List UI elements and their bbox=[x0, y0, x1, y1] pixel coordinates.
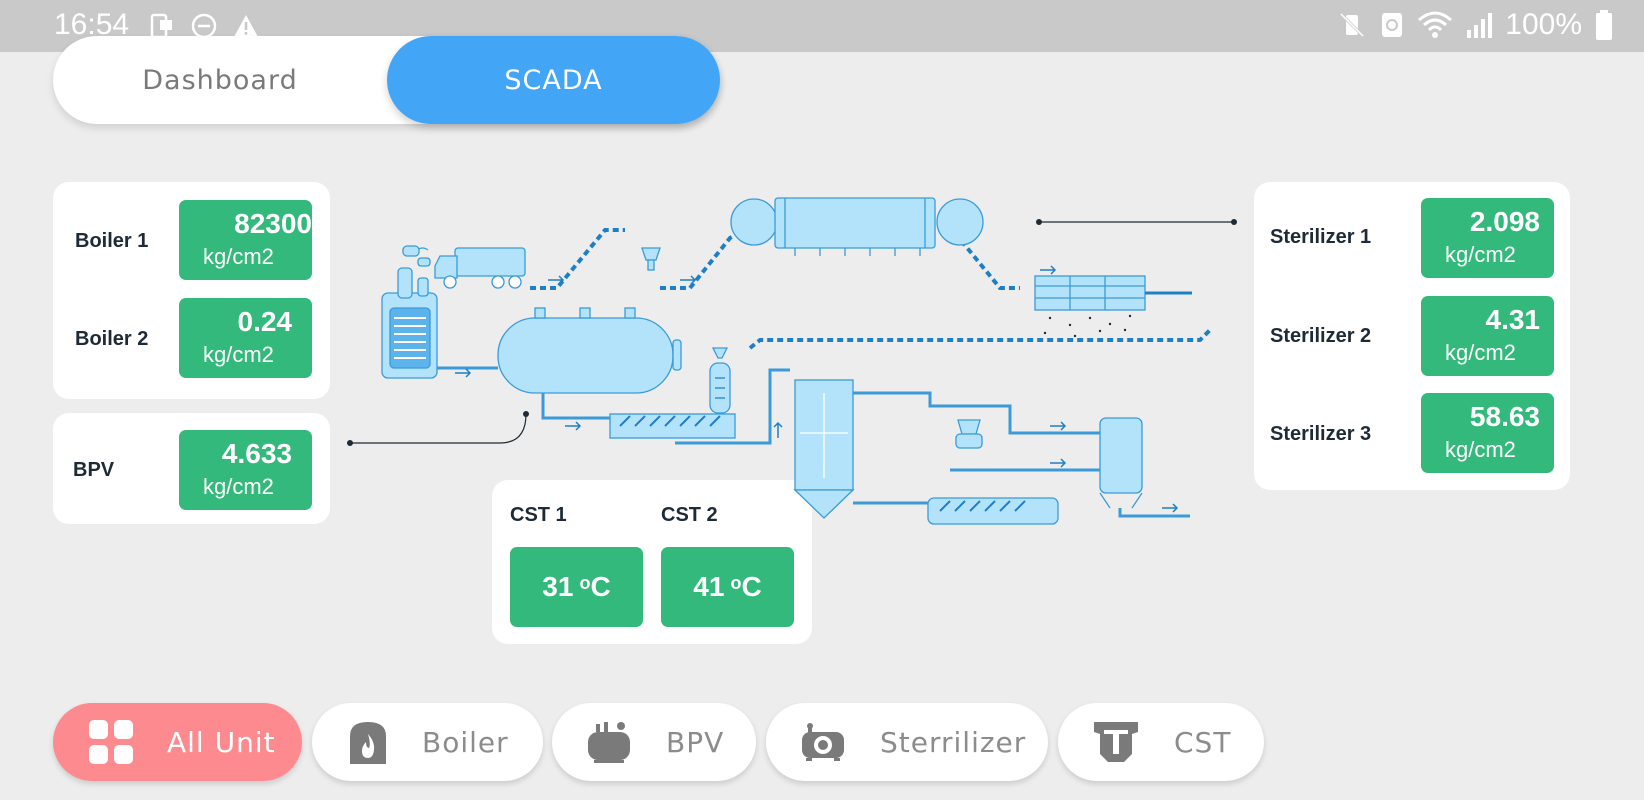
cst-2-degree: o bbox=[730, 572, 742, 593]
cst-1-number: 31 bbox=[542, 571, 574, 602]
sterilizer-2-number: 4.31 bbox=[1485, 304, 1541, 335]
tank-shape bbox=[437, 307, 682, 394]
thresher-shape bbox=[1034, 275, 1192, 311]
separator-shape bbox=[853, 391, 1100, 525]
status-time: 16:54 bbox=[54, 8, 130, 41]
boiler-1-label: Boiler 1 bbox=[75, 230, 149, 252]
truck-shape bbox=[402, 245, 526, 289]
mute-vibrate-icon bbox=[1340, 12, 1365, 38]
cst-panel: CST 1 CST 2 31 o C 41 o C bbox=[492, 480, 812, 644]
boiler-1-value: 82300 kg/cm2 bbox=[179, 200, 312, 280]
sterilizer-2-label: Sterilizer 2 bbox=[1270, 325, 1372, 347]
nfc-icon bbox=[1382, 13, 1403, 37]
cst-2-unit: C bbox=[741, 571, 762, 602]
cst-2-label: CST 2 bbox=[661, 504, 718, 526]
sterilizer-3-label: Sterilizer 3 bbox=[1270, 423, 1372, 445]
bpv-number: 4.633 bbox=[221, 438, 292, 469]
cst-1-label: CST 1 bbox=[510, 504, 567, 526]
boiler-2-unit: kg/cm2 bbox=[203, 342, 274, 367]
scada-process-diagram bbox=[347, 197, 1237, 525]
cst-1-unit: C bbox=[590, 571, 611, 602]
nav-all-unit[interactable]: All Unit bbox=[53, 703, 302, 781]
sterilizer-1-number: 2.098 bbox=[1469, 206, 1540, 237]
nav-sterilizer-label: Sterrilizer bbox=[880, 725, 1027, 759]
sterilizer-1-unit: kg/cm2 bbox=[1445, 242, 1516, 267]
wifi-icon bbox=[1418, 11, 1453, 38]
cst-2-value: 41 o C bbox=[661, 547, 794, 627]
nav-sterilizer[interactable]: Sterrilizer bbox=[766, 703, 1048, 781]
bpv-label: BPV bbox=[73, 459, 115, 481]
sterilizer-3-value: 58.63 kg/cm2 bbox=[1421, 393, 1554, 473]
sterilizer-vessel-shape bbox=[730, 197, 984, 256]
tab-scada[interactable]: SCADA bbox=[387, 36, 720, 124]
boiler-2-value: 0.24 kg/cm2 bbox=[179, 298, 312, 378]
cst-1-value: 31 o C bbox=[510, 547, 643, 627]
flame-icon bbox=[344, 718, 392, 766]
nav-cst-label: CST bbox=[1174, 725, 1232, 759]
sterilizer-2-unit: kg/cm2 bbox=[1445, 340, 1516, 365]
bpv-unit: kg/cm2 bbox=[203, 474, 274, 499]
sterilizer-3-number: 58.63 bbox=[1469, 401, 1540, 432]
sterilizer-icon bbox=[800, 722, 846, 762]
status-icons-right: 100% bbox=[1337, 8, 1614, 42]
boiler-1-number: 82300 bbox=[234, 208, 312, 239]
sterilizer-1-label: Sterilizer 1 bbox=[1270, 226, 1372, 248]
nav-cst[interactable]: CST bbox=[1058, 703, 1264, 781]
cst-2-number: 41 bbox=[693, 571, 725, 602]
sterilizer-3-unit: kg/cm2 bbox=[1445, 437, 1516, 462]
cst-1-degree: o bbox=[579, 572, 591, 593]
battery-percentage: 100% bbox=[1505, 8, 1582, 41]
boiler-2-label: Boiler 2 bbox=[75, 328, 149, 350]
boiler-1-unit: kg/cm2 bbox=[203, 244, 274, 269]
nav-boiler-label: Boiler bbox=[422, 725, 509, 759]
nav-all-unit-label: All Unit bbox=[167, 725, 276, 759]
grid-icon bbox=[87, 718, 135, 766]
sterilizer-1-value: 2.098 kg/cm2 bbox=[1421, 198, 1554, 278]
nav-bpv[interactable]: BPV bbox=[552, 703, 756, 781]
sterilizer-panel: Sterilizer 1 2.098 kg/cm2 Sterilizer 2 4… bbox=[1254, 182, 1570, 490]
boiler-2-number: 0.24 bbox=[237, 306, 293, 337]
boiler-shape bbox=[381, 267, 438, 379]
bpv-value: 4.633 kg/cm2 bbox=[179, 430, 312, 510]
tank-icon bbox=[586, 720, 632, 764]
cst-icon bbox=[1092, 720, 1140, 764]
battery-icon bbox=[1596, 10, 1612, 40]
bpv-panel: BPV 4.633 kg/cm2 bbox=[53, 413, 330, 524]
nav-boiler[interactable]: Boiler bbox=[312, 703, 543, 781]
storage-tank-shape bbox=[1099, 417, 1190, 518]
tab-dashboard[interactable]: Dashboard bbox=[142, 64, 298, 96]
boiler-panel: Boiler 1 82300 kg/cm2 Boiler 2 0.24 kg/c… bbox=[53, 182, 330, 399]
nav-bpv-label: BPV bbox=[666, 725, 725, 759]
warning-icon bbox=[234, 15, 258, 37]
view-switcher: Dashboard SCADA bbox=[53, 36, 720, 124]
screw-press-shape bbox=[541, 347, 736, 439]
clarifier-shape bbox=[675, 368, 855, 519]
signal-icon bbox=[1467, 13, 1493, 38]
sterilizer-2-value: 4.31 kg/cm2 bbox=[1421, 296, 1554, 376]
